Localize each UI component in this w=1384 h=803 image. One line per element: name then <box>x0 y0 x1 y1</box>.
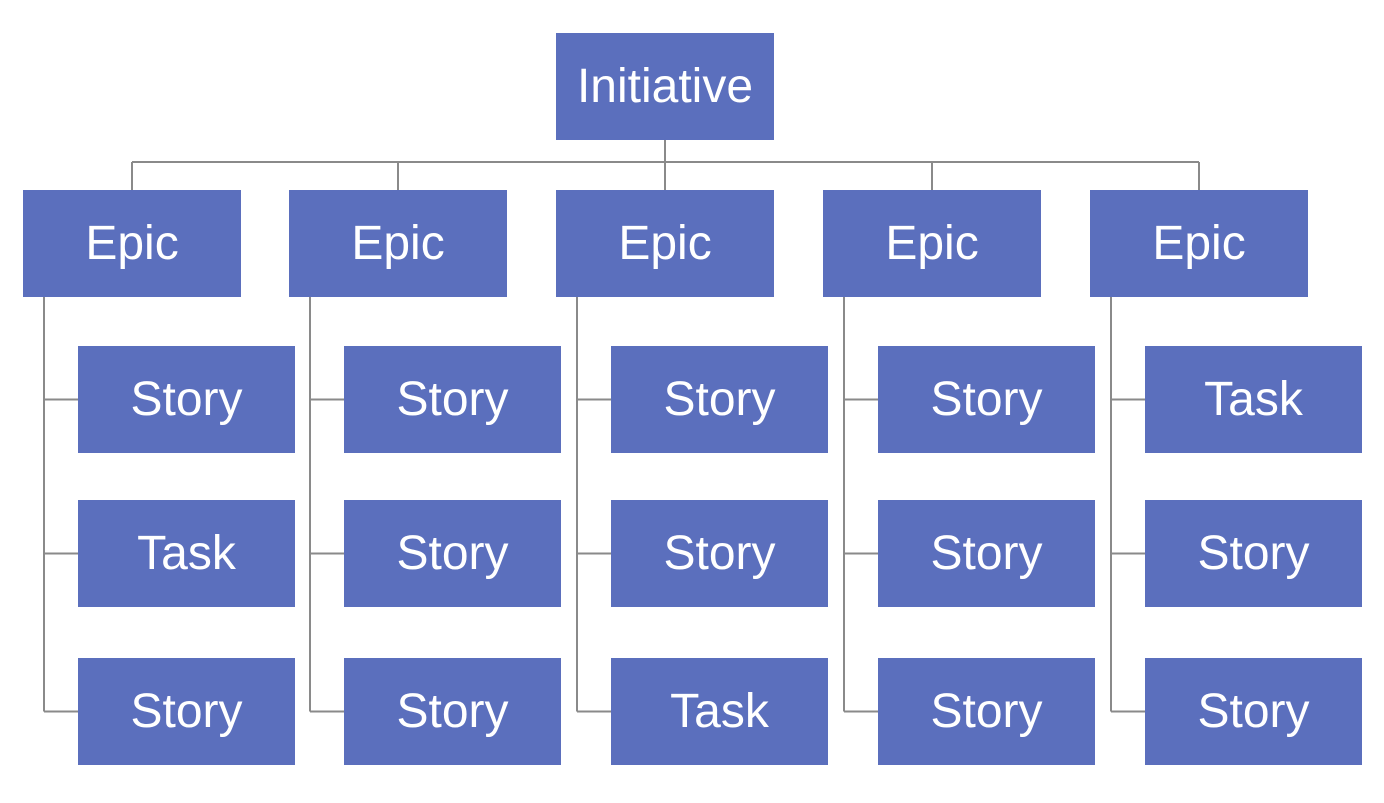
story-node: Story <box>878 500 1095 607</box>
story-node: Story <box>344 658 561 765</box>
story-node: Story <box>344 346 561 453</box>
epic-node: Epic <box>556 190 774 297</box>
story-node: Story <box>1145 658 1362 765</box>
initiative-node: Initiative <box>556 33 774 140</box>
epic-node: Epic <box>823 190 1041 297</box>
epic-node: Epic <box>1090 190 1308 297</box>
task-node: Task <box>78 500 295 607</box>
epic-node: Epic <box>23 190 241 297</box>
story-node: Story <box>611 500 828 607</box>
story-node: Story <box>878 346 1095 453</box>
story-node: Story <box>878 658 1095 765</box>
task-node: Task <box>611 658 828 765</box>
epic-node: Epic <box>289 190 507 297</box>
story-node: Story <box>611 346 828 453</box>
story-node: Story <box>1145 500 1362 607</box>
task-node: Task <box>1145 346 1362 453</box>
story-node: Story <box>344 500 561 607</box>
story-node: Story <box>78 658 295 765</box>
story-node: Story <box>78 346 295 453</box>
